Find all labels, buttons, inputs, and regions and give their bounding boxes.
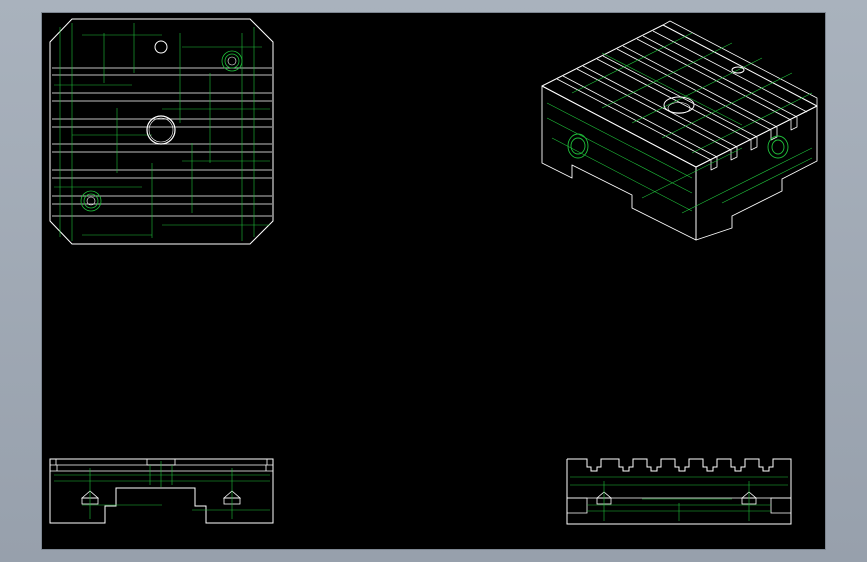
isometric-view: [541, 20, 818, 241]
top-view-counterbores: [80, 50, 243, 212]
side-view-outline: [566, 458, 792, 525]
top-view-hidden-lines: [54, 23, 270, 241]
iso-front-face: [541, 85, 697, 241]
top-view-slot-lines: [52, 67, 272, 217]
small-hole: [154, 40, 168, 54]
front-view-hidden-lines: [54, 461, 270, 519]
top-view-holes: [146, 40, 176, 145]
side-view-hidden-lines: [570, 476, 788, 521]
side-view: [566, 458, 792, 525]
iso-slot-ridges: [556, 30, 808, 161]
front-view-outline: [49, 458, 274, 524]
iso-holes: [663, 66, 745, 114]
top-view-outline: [49, 18, 274, 245]
center-hole: [146, 115, 176, 145]
iso-slot-notches: [710, 117, 798, 171]
top-view: [49, 18, 274, 245]
annotation-labels: [53, 536, 65, 541]
center-hole-inner: [148, 117, 174, 143]
iso-back-block: [662, 20, 818, 106]
drawing-sheet: [42, 13, 825, 549]
iso-hidden-lines: [546, 32, 813, 214]
cad-drawing: [49, 18, 818, 525]
iso-counterbores: [567, 133, 789, 159]
front-view-bolts: [80, 490, 242, 505]
front-section-view: [49, 458, 274, 524]
iso-right-face: [695, 105, 818, 241]
